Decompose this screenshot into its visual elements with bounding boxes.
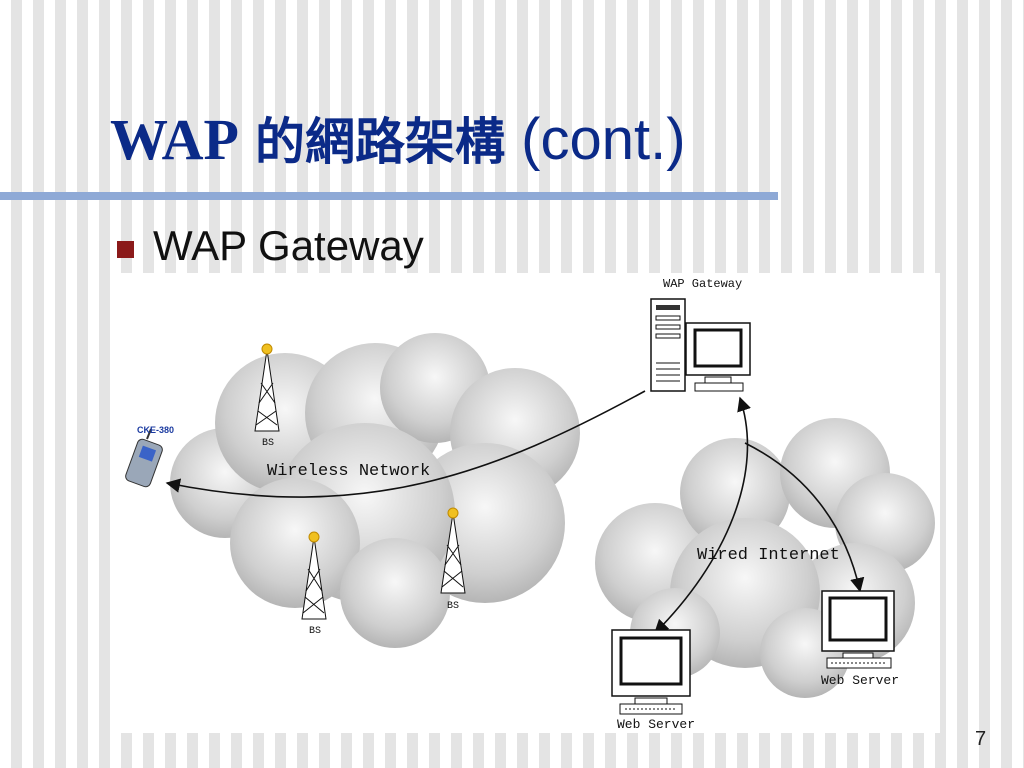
gateway-computer xyxy=(650,298,751,392)
web-server-2-label: Web Server xyxy=(821,673,899,688)
web-server-2 xyxy=(821,590,895,669)
bs3-label: BS xyxy=(447,601,459,612)
link-gateway-to-webserver-1 xyxy=(653,396,751,635)
web-server-1-label: Web Server xyxy=(617,717,695,732)
title-underline xyxy=(0,192,778,200)
link-gateway-to-phone xyxy=(165,390,646,498)
wireless-cloud xyxy=(170,333,580,648)
title-wap: WAP xyxy=(110,107,239,172)
diagram-canvas: WAP Gateway BS BS BS CKE-380 Wireles xyxy=(125,277,935,732)
web-server-1 xyxy=(611,629,691,715)
phone-sign: CKE-380 xyxy=(137,425,174,435)
title-cont: (cont.) xyxy=(521,107,686,172)
gateway-label: WAP Gateway xyxy=(663,277,742,291)
wireless-network-label: Wireless Network xyxy=(267,462,430,481)
mobile-phone xyxy=(125,428,163,488)
bs-tower-3 xyxy=(440,507,466,594)
page-number: 7 xyxy=(975,728,987,750)
bs-tower-2 xyxy=(301,531,327,620)
wired-internet-label: Wired Internet xyxy=(697,546,840,565)
bullet-text: WAP Gateway xyxy=(153,222,424,269)
title-chinese: 的網路架構 xyxy=(255,112,506,171)
slide-title: WAP 的網路架構 (cont.) xyxy=(110,100,686,182)
bullet-marker xyxy=(117,241,134,258)
bs1-label: BS xyxy=(262,438,274,449)
link-gateway-to-webserver-2 xyxy=(744,442,865,593)
bs2-label: BS xyxy=(309,626,321,637)
wap-architecture-diagram: WAP Gateway BS BS BS CKE-380 Wireles xyxy=(115,273,940,733)
bs-tower-1 xyxy=(254,343,280,432)
